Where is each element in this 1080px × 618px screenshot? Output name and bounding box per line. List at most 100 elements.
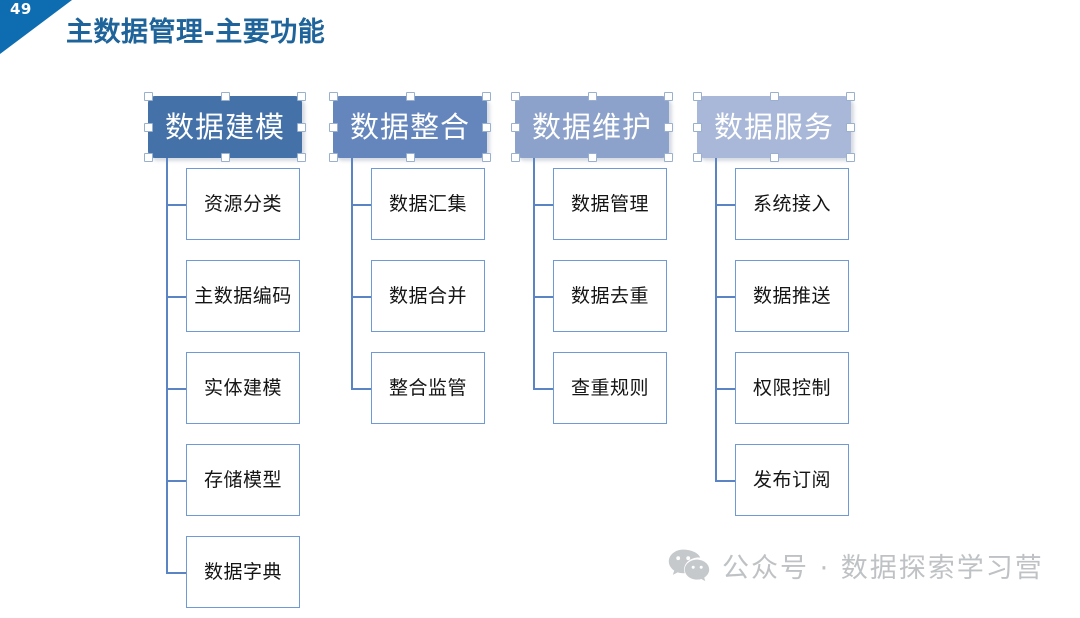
selection-handle-bl[interactable] <box>329 153 338 162</box>
selection-handle-tr[interactable] <box>297 92 306 101</box>
selection-handle-bl[interactable] <box>511 153 520 162</box>
selection-handle-br[interactable] <box>297 153 306 162</box>
tree-connector-stub <box>715 480 735 482</box>
corner-triangle-shape <box>0 0 72 54</box>
selection-handle-bl[interactable] <box>693 153 702 162</box>
tree-child-label: 存储模型 <box>203 468 282 491</box>
diagram-column-3: 数据服务系统接入数据推送权限控制发布订阅 <box>693 92 855 526</box>
selection-handle-ml[interactable] <box>144 123 153 132</box>
selection-handle-tm[interactable] <box>588 92 597 101</box>
selection-handle-bl[interactable] <box>144 153 153 162</box>
selection-handle-ml[interactable] <box>693 123 702 132</box>
tree-child-box[interactable]: 资源分类 <box>186 168 300 240</box>
tree-spine-line <box>351 158 353 388</box>
tree-child-label: 实体建模 <box>203 376 282 399</box>
page-title: 主数据管理-主要功能 <box>66 17 326 48</box>
tree-connector-stub <box>166 296 186 298</box>
tree-child-label: 整合监管 <box>388 376 467 399</box>
selection-handle-tm[interactable] <box>406 92 415 101</box>
tree-connector-stub <box>715 388 735 390</box>
tree-child-row: 整合监管 <box>333 342 487 434</box>
tree-child-box[interactable]: 主数据编码 <box>186 260 300 332</box>
selection-handle-bm[interactable] <box>770 153 779 162</box>
selection-handle-tl[interactable] <box>329 92 338 101</box>
tree-child-label: 主数据编码 <box>194 284 292 307</box>
selection-handle-mr[interactable] <box>846 123 855 132</box>
selection-handle-br[interactable] <box>482 153 491 162</box>
tree-child-label: 系统接入 <box>752 192 831 215</box>
tree-child-box[interactable]: 发布订阅 <box>735 444 849 516</box>
tree-child-row: 数据字典 <box>148 526 302 618</box>
selection-handle-tm[interactable] <box>770 92 779 101</box>
tree-child-label: 数据合并 <box>388 284 467 307</box>
selection-handle-tl[interactable] <box>511 92 520 101</box>
tree-child-label: 数据汇集 <box>388 192 467 215</box>
selection-handle-bm[interactable] <box>406 153 415 162</box>
tree-child-row: 数据汇集 <box>333 158 487 250</box>
tree-child-box[interactable]: 数据去重 <box>553 260 667 332</box>
tree-child-box[interactable]: 权限控制 <box>735 352 849 424</box>
tree-child-box[interactable]: 系统接入 <box>735 168 849 240</box>
tree-child-box[interactable]: 实体建模 <box>186 352 300 424</box>
tree-child-row: 实体建模 <box>148 342 302 434</box>
selection-handle-br[interactable] <box>846 153 855 162</box>
tree-child-box[interactable]: 数据推送 <box>735 260 849 332</box>
tree-child-label: 资源分类 <box>203 192 282 215</box>
selection-handle-ml[interactable] <box>329 123 338 132</box>
tree-child-label: 查重规则 <box>570 376 649 399</box>
column-header-card[interactable]: 数据建模 <box>144 92 306 162</box>
tree-child-label: 权限控制 <box>752 376 831 399</box>
tree-child-box[interactable]: 整合监管 <box>371 352 485 424</box>
selection-handle-tl[interactable] <box>144 92 153 101</box>
selection-handle-tr[interactable] <box>846 92 855 101</box>
column-header-label: 数据整合 <box>349 109 470 144</box>
diagram-column-2: 数据维护数据管理数据去重查重规则 <box>511 92 673 434</box>
diagram-column-1: 数据整合数据汇集数据合并整合监管 <box>329 92 491 434</box>
selection-handle-mr[interactable] <box>482 123 491 132</box>
tree-child-box[interactable]: 存储模型 <box>186 444 300 516</box>
tree-child-box[interactable]: 查重规则 <box>553 352 667 424</box>
tree-child-row: 发布订阅 <box>697 434 851 526</box>
column-header-card[interactable]: 数据服务 <box>693 92 855 162</box>
tree-child-box[interactable]: 数据汇集 <box>371 168 485 240</box>
tree-connector-stub <box>166 572 186 574</box>
selection-handle-ml[interactable] <box>511 123 520 132</box>
tree-child-row: 数据去重 <box>515 250 669 342</box>
tree-child-label: 数据推送 <box>752 284 831 307</box>
column-header-card[interactable]: 数据维护 <box>511 92 673 162</box>
tree-child-box[interactable]: 数据合并 <box>371 260 485 332</box>
tree-child-box[interactable]: 数据管理 <box>553 168 667 240</box>
selection-handle-tr[interactable] <box>664 92 673 101</box>
tree-child-row: 数据推送 <box>697 250 851 342</box>
selection-handle-bm[interactable] <box>588 153 597 162</box>
selection-handle-tr[interactable] <box>482 92 491 101</box>
selection-handle-mr[interactable] <box>297 123 306 132</box>
selection-handle-bm[interactable] <box>221 153 230 162</box>
column-header-card[interactable]: 数据整合 <box>329 92 491 162</box>
selection-handle-tm[interactable] <box>221 92 230 101</box>
watermark: 公众号 · 数据探索学习营 <box>668 546 1044 585</box>
column-header-label: 数据建模 <box>164 109 285 144</box>
tree-spine-line <box>166 158 168 572</box>
column-tree: 系统接入数据推送权限控制发布订阅 <box>697 158 851 526</box>
tree-child-label: 数据字典 <box>203 560 282 583</box>
watermark-text: 公众号 · 数据探索学习营 <box>722 553 1044 584</box>
tree-connector-stub <box>166 480 186 482</box>
tree-connector-stub <box>351 204 371 206</box>
column-header-label: 数据维护 <box>531 109 652 144</box>
tree-child-label: 数据管理 <box>570 192 649 215</box>
tree-child-label: 数据去重 <box>570 284 649 307</box>
tree-child-box[interactable]: 数据字典 <box>186 536 300 608</box>
tree-spine-line <box>533 158 535 388</box>
tree-child-row: 查重规则 <box>515 342 669 434</box>
selection-handle-mr[interactable] <box>664 123 673 132</box>
tree-child-label: 发布订阅 <box>752 468 831 491</box>
tree-child-row: 主数据编码 <box>148 250 302 342</box>
tree-child-row: 系统接入 <box>697 158 851 250</box>
tree-child-row: 存储模型 <box>148 434 302 526</box>
tree-child-row: 数据合并 <box>333 250 487 342</box>
column-tree: 数据管理数据去重查重规则 <box>515 158 669 434</box>
selection-handle-br[interactable] <box>664 153 673 162</box>
tree-connector-stub <box>351 296 371 298</box>
selection-handle-tl[interactable] <box>693 92 702 101</box>
